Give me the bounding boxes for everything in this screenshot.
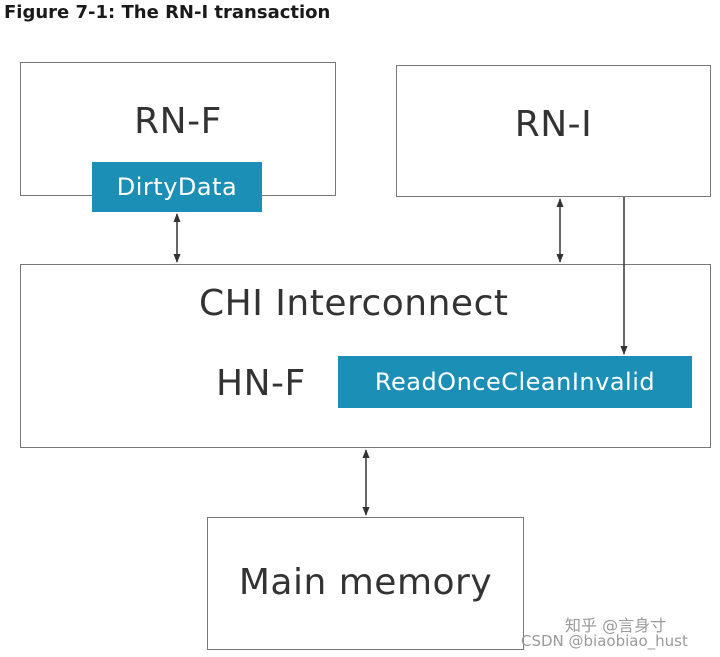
rn-i-label: RN-I (514, 104, 593, 145)
figure-caption: Figure 7-1: The RN-I transaction (4, 2, 331, 23)
hn-f-label: HN-F (216, 363, 306, 404)
dirty-data-tag: DirtyData (92, 162, 262, 212)
read-once-clean-invalid-tag: ReadOnceCleanInvalid (338, 356, 692, 408)
chi-interconnect-label: CHI Interconnect (199, 283, 509, 324)
rn-f-label: RN-F (134, 101, 222, 142)
csdn-watermark: CSDN @biaobiao_hust (521, 632, 688, 650)
main-memory-label: Main memory (238, 562, 493, 603)
zhihu-watermark: 知乎 @言身寸 (565, 616, 667, 635)
main-memory-box: Main memory (207, 517, 524, 650)
rn-i-box: RN-I (396, 65, 711, 197)
